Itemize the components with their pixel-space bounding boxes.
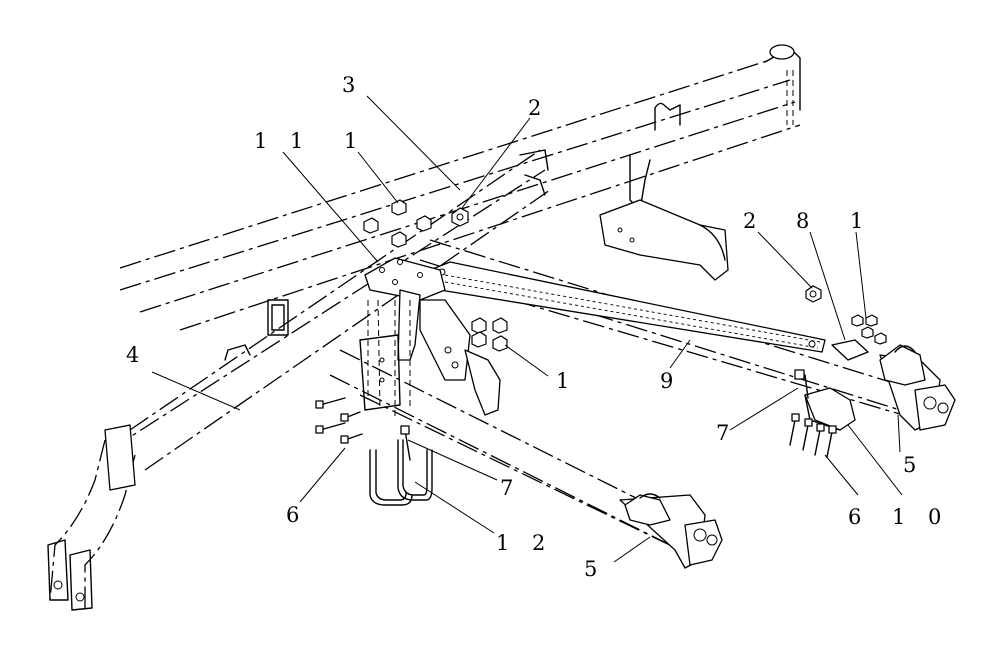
frame-beam-4 bbox=[109, 149, 551, 471]
bolts-left bbox=[315, 397, 411, 461]
callout-12: 1 2 bbox=[496, 531, 553, 555]
callout-10: 1 0 bbox=[892, 505, 949, 529]
bracket-10 bbox=[789, 339, 869, 458]
hitch-end bbox=[47, 424, 136, 611]
u-bolt-12 bbox=[369, 439, 433, 506]
callout-2: 2 bbox=[743, 209, 764, 233]
toolbar-beam-3 bbox=[119, 44, 801, 331]
callout-labels: 3 2 1 1 1 2 8 1 4 1 9 7 5 6 7 6 1 0 1 2 … bbox=[126, 73, 949, 581]
callout-8: 8 bbox=[796, 209, 817, 233]
callout-1: 1 bbox=[556, 369, 577, 393]
callout-1: 1 bbox=[344, 129, 365, 153]
callout-6: 6 bbox=[848, 505, 869, 529]
wheel-arm-right-5 bbox=[419, 239, 956, 431]
callout-1: 1 bbox=[850, 209, 871, 233]
callout-3: 3 bbox=[342, 73, 363, 97]
callout-6: 6 bbox=[286, 503, 307, 527]
mount-plate-11 bbox=[359, 257, 501, 420]
callout-5: 5 bbox=[584, 557, 605, 581]
callout-4: 4 bbox=[126, 343, 147, 367]
callout-5: 5 bbox=[903, 453, 924, 477]
callout-2: 2 bbox=[528, 96, 549, 120]
callout-7: 7 bbox=[716, 421, 737, 445]
beam-bracket-right bbox=[599, 154, 729, 281]
wheel-arm-left-5 bbox=[329, 349, 723, 569]
callout-9: 9 bbox=[660, 369, 681, 393]
leader-lines bbox=[151, 95, 903, 563]
nuts-1 bbox=[363, 199, 887, 352]
callout-7: 7 bbox=[500, 476, 521, 500]
callout-11: 1 1 bbox=[254, 129, 311, 153]
bushings-2 bbox=[451, 207, 822, 303]
diagonal-strut-9 bbox=[429, 261, 826, 353]
